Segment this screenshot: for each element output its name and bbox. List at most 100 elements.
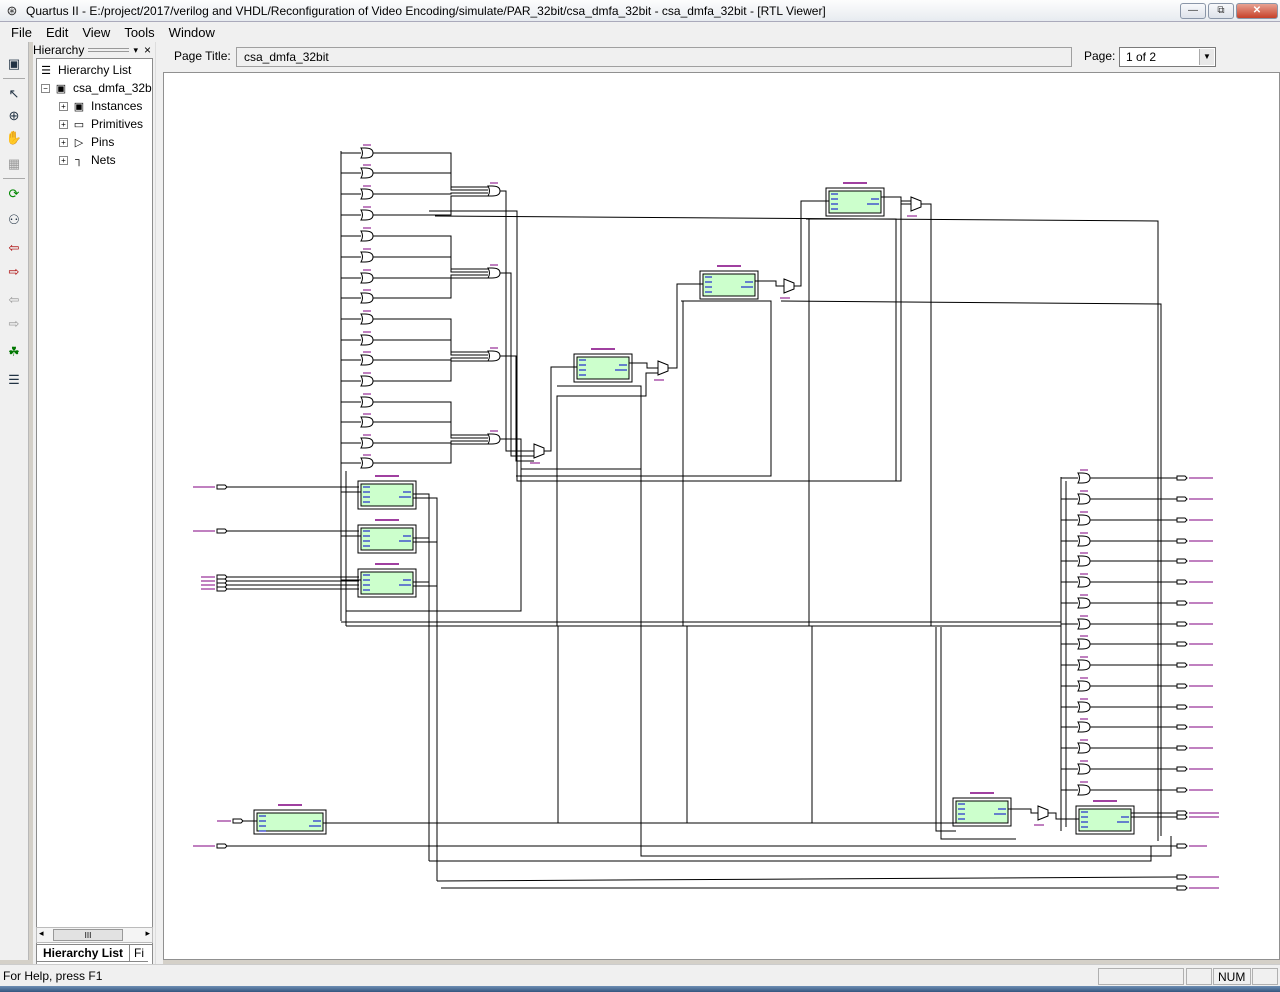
tree-item-pins[interactable]: + ▷ Pins bbox=[59, 133, 114, 151]
expand-icon[interactable]: + bbox=[59, 119, 68, 129]
gate-symbol bbox=[360, 396, 374, 408]
tree-top-entity[interactable]: − ▣ csa_dmfa_32b bbox=[41, 79, 152, 97]
io-pin bbox=[1176, 558, 1188, 564]
expand-icon[interactable]: + bbox=[59, 101, 68, 111]
tree-item-instances[interactable]: + ▣ Instances bbox=[59, 97, 142, 115]
find-icon[interactable]: ⚇ bbox=[8, 212, 20, 227]
hierarchy-icon[interactable]: ☰ bbox=[8, 372, 20, 387]
page-title-field[interactable]: csa_dmfa_32bit bbox=[236, 47, 1072, 67]
close-button[interactable]: ✕ bbox=[1236, 2, 1278, 19]
netlist-icon[interactable]: ☘ bbox=[8, 344, 20, 359]
io-pin bbox=[1176, 496, 1188, 502]
wire bbox=[373, 401, 488, 436]
collapse-icon[interactable]: − bbox=[41, 83, 50, 93]
io-pin bbox=[1176, 517, 1188, 523]
page-label: Page: bbox=[1084, 49, 1116, 63]
io-pin bbox=[216, 484, 228, 490]
gate-symbol bbox=[360, 457, 374, 469]
scroll-right-icon[interactable]: ▸ bbox=[145, 928, 150, 938]
mux-symbol bbox=[910, 196, 922, 212]
csa-block bbox=[576, 356, 630, 380]
hierarchy-hscrollbar[interactable]: ◂ III ▸ bbox=[36, 927, 153, 943]
select-arrow-icon[interactable]: ↖ bbox=[8, 86, 20, 101]
tree-root-label: Hierarchy List bbox=[58, 63, 132, 77]
wire bbox=[413, 541, 438, 881]
io-pin bbox=[1176, 621, 1188, 627]
scroll-thumb[interactable]: III bbox=[53, 929, 123, 941]
chevron-down-icon[interactable]: ▾ bbox=[133, 44, 138, 55]
prev-icon[interactable]: ⇦ bbox=[8, 292, 20, 307]
wire bbox=[373, 195, 488, 216]
block-frame bbox=[253, 809, 327, 835]
csa-block bbox=[256, 812, 324, 832]
chevron-down-icon[interactable]: ▼ bbox=[1199, 49, 1214, 65]
gate-symbol bbox=[360, 209, 374, 221]
tree-item-label: Pins bbox=[91, 135, 115, 149]
menu-edit[interactable]: Edit bbox=[45, 24, 69, 40]
io-pin bbox=[216, 843, 228, 849]
gate-symbol bbox=[360, 375, 374, 387]
forward-icon[interactable]: ⇨ bbox=[8, 264, 20, 279]
io-pin bbox=[216, 578, 228, 584]
io-pin bbox=[1176, 704, 1188, 710]
wire bbox=[373, 421, 488, 439]
gate-symbol bbox=[360, 230, 374, 242]
expand-icon[interactable]: + bbox=[59, 155, 68, 165]
fit-icon[interactable]: ▦ bbox=[7, 156, 21, 171]
hand-pan-icon[interactable]: ✋ bbox=[5, 130, 23, 145]
gate-symbol bbox=[360, 437, 374, 449]
wire bbox=[516, 300, 772, 477]
wire bbox=[881, 196, 911, 205]
zoom-icon[interactable]: ⊕ bbox=[8, 108, 20, 123]
tab-files[interactable]: Fi bbox=[130, 945, 149, 962]
wire bbox=[373, 235, 488, 270]
page-select[interactable]: 1 of 2 ▼ bbox=[1119, 47, 1216, 67]
csa-block bbox=[360, 527, 414, 551]
scroll-left-icon[interactable]: ◂ bbox=[39, 928, 44, 938]
wire bbox=[668, 283, 703, 369]
gate-symbol bbox=[360, 334, 374, 346]
tree-root[interactable]: ☰ Hierarchy List bbox=[39, 61, 131, 79]
wire bbox=[429, 200, 911, 482]
block-frame bbox=[825, 187, 885, 217]
tree-top-entity-label: csa_dmfa_32b bbox=[73, 81, 152, 95]
title-bar: ⊛ Quartus II - E:/project/2017/verilog a… bbox=[0, 0, 1280, 22]
gate-symbol bbox=[487, 433, 501, 445]
gate-symbol bbox=[487, 350, 501, 362]
menu-tools[interactable]: Tools bbox=[124, 24, 155, 40]
panel-grip[interactable] bbox=[88, 48, 130, 52]
panel-close-icon[interactable]: × bbox=[143, 43, 151, 57]
back-icon[interactable]: ⇦ bbox=[8, 240, 20, 255]
panel-splitter[interactable] bbox=[155, 42, 163, 964]
wire bbox=[556, 372, 658, 626]
io-pin bbox=[1176, 885, 1188, 891]
menu-window[interactable]: Window bbox=[168, 24, 215, 40]
window-icon[interactable]: ▣ bbox=[7, 56, 21, 71]
gate-symbol bbox=[1077, 493, 1091, 505]
wire bbox=[806, 218, 897, 481]
gate-symbol bbox=[360, 251, 374, 263]
quartus-app-icon[interactable]: ⊛ bbox=[6, 2, 18, 18]
refresh-icon[interactable]: ⟳ bbox=[8, 186, 20, 201]
menu-file[interactable]: File bbox=[11, 24, 32, 40]
block-frame bbox=[699, 270, 759, 300]
tree-item-primitives[interactable]: + ▭ Primitives bbox=[59, 115, 143, 133]
rtl-schematic-canvas[interactable] bbox=[163, 72, 1280, 960]
expand-icon[interactable]: + bbox=[59, 137, 68, 147]
next-icon[interactable]: ⇨ bbox=[8, 316, 20, 331]
restore-button[interactable]: ⧉ bbox=[1208, 2, 1234, 19]
gate-symbol bbox=[360, 147, 374, 159]
minimize-button[interactable]: — bbox=[1180, 2, 1206, 19]
gate-symbol bbox=[1077, 514, 1091, 526]
gate-symbol bbox=[1077, 472, 1091, 484]
menu-view[interactable]: View bbox=[82, 24, 111, 40]
taskbar bbox=[0, 986, 1280, 992]
wire bbox=[1048, 812, 1079, 820]
window-title: Quartus II - E:/project/2017/verilog and… bbox=[26, 3, 826, 18]
block-frame bbox=[573, 353, 633, 383]
tree-item-nets[interactable]: + ┐ Nets bbox=[59, 151, 116, 169]
hierarchy-title: Hierarchy bbox=[33, 43, 85, 57]
io-pin bbox=[1176, 843, 1188, 849]
tab-hierarchy-list[interactable]: Hierarchy List bbox=[36, 945, 131, 962]
wire bbox=[373, 440, 488, 444]
